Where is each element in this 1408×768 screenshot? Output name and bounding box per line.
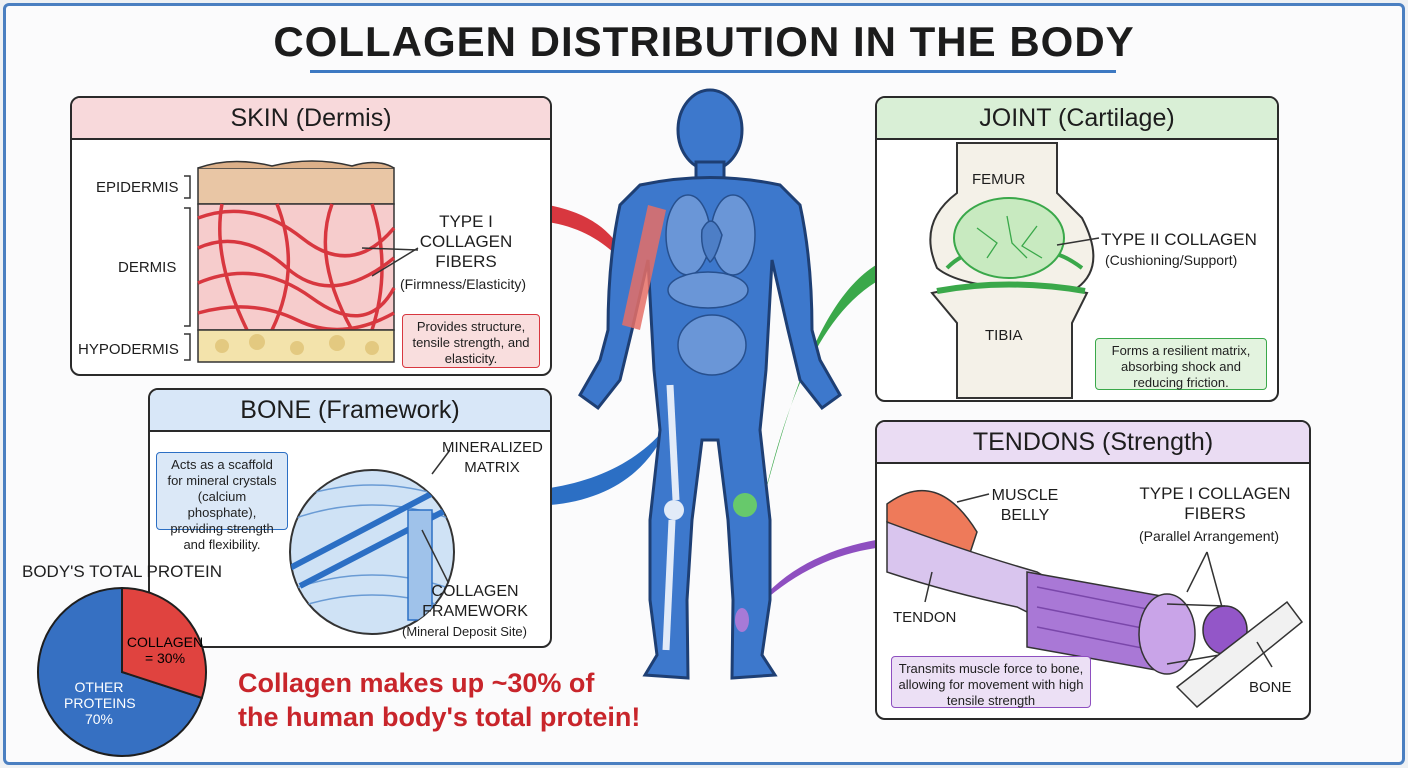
skin-illustration xyxy=(184,160,419,363)
joint-collagen-sub: (Cushioning/Support) xyxy=(1105,252,1238,268)
joint-collagen-label: TYPE II COLLAGEN xyxy=(1101,230,1257,249)
knee-illustration xyxy=(929,142,1100,399)
bone-label: BONE xyxy=(1249,679,1292,696)
pie-collagen-label: COLLAGEN= 30% xyxy=(126,634,204,666)
skin-note: Provides structure, tensile strength, an… xyxy=(402,314,540,368)
tendons-heading: TENDONS (Strength) xyxy=(877,422,1309,464)
hypodermis-label: HYPODERMIS xyxy=(78,341,179,358)
joint-heading: JOINT (Cartilage) xyxy=(877,98,1277,140)
bone-heading: BONE (Framework) xyxy=(150,390,550,432)
joint-connector xyxy=(762,265,876,505)
pie-slice-collagen xyxy=(121,586,207,700)
tendon-illustration xyxy=(886,489,1304,709)
skin-fiber-sub: (Firmness/Elasticity) xyxy=(400,276,527,292)
title-underline xyxy=(310,70,1116,73)
bone-panel: BONE (Framework) Acts as a scaffold for … xyxy=(148,388,552,648)
pie-slice-other-proteins xyxy=(37,586,204,757)
epidermis-label: EPIDERMIS xyxy=(96,179,179,196)
bone-illustration xyxy=(289,449,455,635)
bone-connector xyxy=(550,425,668,505)
page-title: COLLAGEN DISTRIBUTION IN THE BODY xyxy=(273,18,1135,65)
skin-connector xyxy=(548,205,632,272)
pie-title: BODY'S TOTAL PROTEIN xyxy=(22,562,223,581)
joint-panel: JOINT (Cartilage) FEMUR TIBIA TYPE II CO… xyxy=(875,96,1279,402)
knee-highlight xyxy=(733,493,757,517)
skeleton-leg xyxy=(662,384,680,651)
protein-pie-chart xyxy=(37,586,207,757)
joint-note: Forms a resilient matrix, absorbing shoc… xyxy=(1095,338,1267,390)
tibia-label: TIBIA xyxy=(985,327,1023,344)
skin-highlight xyxy=(622,205,666,330)
human-body xyxy=(578,88,842,680)
tendon-label: TENDON xyxy=(893,609,957,626)
tendon-note: Transmits muscle force to bone, allowing… xyxy=(891,656,1091,708)
bone-note: Acts as a scaffold for mineral crystals … xyxy=(156,452,288,552)
organs xyxy=(665,194,756,376)
tendon-fiber-sub: (Parallel Arrangement) xyxy=(1139,528,1280,544)
collagen-framework-sub: (Mineral Deposit Site) xyxy=(402,624,527,639)
tendon-connector xyxy=(752,540,876,612)
dermis-label: DERMIS xyxy=(118,259,177,276)
skin-heading: SKIN (Dermis) xyxy=(72,98,550,140)
skin-panel: SKIN (Dermis) xyxy=(70,96,552,376)
tendon-highlight xyxy=(735,608,749,632)
femur-label: FEMUR xyxy=(972,171,1026,188)
